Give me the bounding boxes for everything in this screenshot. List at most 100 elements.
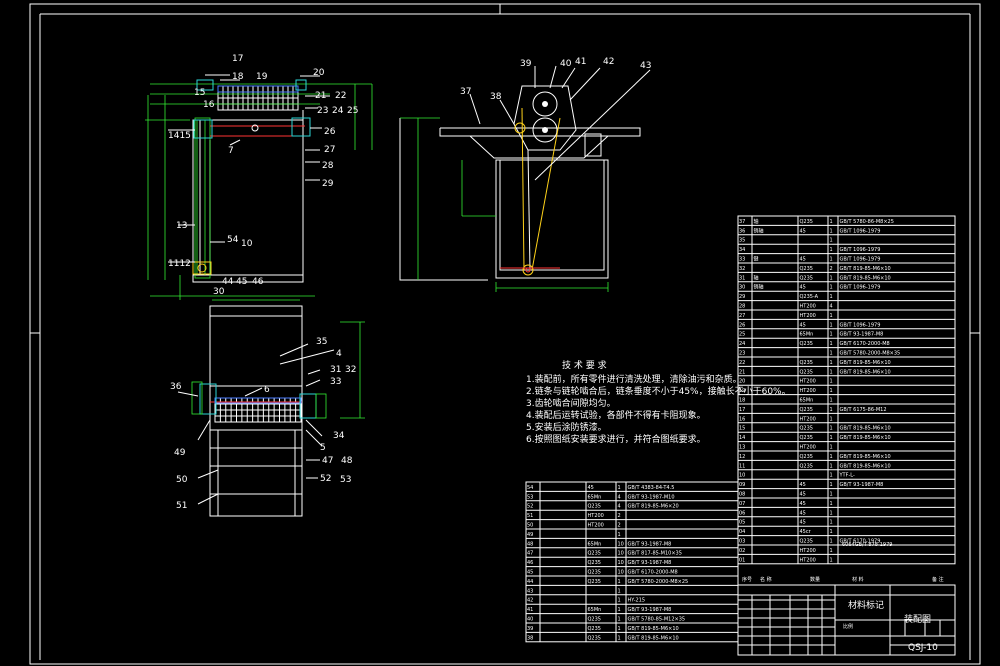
bom-cell-spec: Q235 <box>800 407 813 413</box>
bom-cell-no: 47 <box>527 551 533 557</box>
bom-cell-no: 38 <box>527 635 533 641</box>
side-view <box>399 65 651 292</box>
bom-cell-std: GB/T 819-85-M6×10 <box>840 266 891 272</box>
bom-cell-qty: 1 <box>830 548 833 554</box>
bom-cell-no: 24 <box>739 341 745 347</box>
bom-cell-no: 12 <box>739 454 745 460</box>
bom-cell-qty: 1 <box>830 351 833 357</box>
label-50: 50 <box>176 475 188 485</box>
label-44: 44 <box>222 277 234 287</box>
bom-cell-no: 46 <box>527 560 533 566</box>
bom-cell-no: 16 <box>739 416 745 422</box>
bom-cell-no: 17 <box>739 407 745 413</box>
label-30: 30 <box>213 287 225 297</box>
bom-cell-qty: 1 <box>830 492 833 498</box>
bom-cell-spec: Q235 <box>588 626 601 632</box>
col-no-head: 序号 <box>742 576 752 583</box>
bom-cell-spec: 45 <box>800 501 806 507</box>
bom-cell-std: GB/T 819-85-M6×10 <box>840 463 891 469</box>
bom-cell-std: GB/T 1096-1979 <box>840 247 881 253</box>
bom-cell-spec: Q235 <box>800 266 813 272</box>
bom-cell-spec: 65Mn <box>800 398 814 404</box>
label-7: 7 <box>228 146 234 156</box>
bom-cell-no: 48 <box>527 541 533 547</box>
bom-cell-no: 11 <box>739 463 745 469</box>
bom-cell-no: 14 <box>739 435 745 441</box>
bom-cell-spec: Q235 <box>588 635 601 641</box>
bom-cell-no: 50 <box>527 523 533 529</box>
bom-cell-qty: 1 <box>830 510 833 516</box>
bom-cell-spec: 65Mn <box>588 607 602 613</box>
title-block-drawing-name: 装配图 <box>904 613 931 625</box>
bom-cell-std: GB/T 5780-85-M12×35 <box>628 617 686 623</box>
bom-cell-spec: 45 <box>800 520 806 526</box>
label-54: 54 <box>227 235 239 245</box>
bom-cell-std: GB/T 6175-86-M12 <box>840 407 887 413</box>
bom-cell-spec: Q235 <box>588 579 601 585</box>
bom-cell-name: 键 <box>754 256 759 263</box>
label-39: 39 <box>520 59 532 69</box>
label-36: 36 <box>170 382 182 392</box>
bom-cell-qty: 1 <box>830 219 833 225</box>
bom-cell-no: 35 <box>739 238 745 244</box>
bom-cell-no: 54 <box>527 485 533 491</box>
bom-cell-spec: Q235 <box>800 360 813 366</box>
bom-cell-std: GB/T 5780-2000-M8×35 <box>840 351 901 357</box>
bom-cell-no: 04 <box>739 529 745 535</box>
bom-cell-no: 31 <box>739 275 745 281</box>
bom-cell-spec: Q235 <box>588 504 601 510</box>
bom-cell-qty: 1 <box>830 313 833 319</box>
bom-cell-std: GB/T 93-1987-M8 <box>628 541 672 547</box>
label-49: 49 <box>174 448 186 458</box>
bom-cell-qty: 1 <box>830 520 833 526</box>
bom-cell-qty: 10 <box>618 541 624 547</box>
label-34: 34 <box>333 431 345 441</box>
bom-cell-spec: Q235 <box>800 341 813 347</box>
bom-cell-std: HY-215 <box>628 598 646 604</box>
bom-cell-qty: 1 <box>830 407 833 413</box>
drawing-frame <box>29 3 981 665</box>
label-23: 23 <box>317 106 328 116</box>
bom-cell-no: 25 <box>739 332 745 338</box>
bom-cell-spec: Q235 <box>800 539 813 545</box>
bom-cell-spec: Q235 <box>588 617 601 623</box>
label-27: 27 <box>324 145 335 155</box>
bom-cell-qty: 1 <box>618 579 621 585</box>
bom-cell-std: GB/T 817-85-M10×35 <box>628 551 682 557</box>
tech-note-1: 1.装配前，所有零件进行清洗处理，清除油污和杂质。 <box>526 373 742 385</box>
bom-cell-spec: Q235 <box>800 426 813 432</box>
tech-notes-title: 技 术 要 求 <box>562 359 607 371</box>
label-51: 51 <box>176 501 187 511</box>
bom-cell-no: 23 <box>739 351 745 357</box>
bom-cell-no: 18 <box>739 398 745 404</box>
bom-cell-no: 13 <box>739 445 745 451</box>
front-view <box>145 74 373 300</box>
bom-cell-qty: 1 <box>830 473 833 479</box>
bom-cell-no: 20 <box>739 379 745 385</box>
part-labels: 17 18 19 20 15 16 21 22 23 24 25 26 27 2… <box>168 54 651 511</box>
bom-cell-spec: 45 <box>588 485 594 491</box>
bom-cell-qty: 1 <box>830 388 833 394</box>
bom-cell-no: 53 <box>527 494 533 500</box>
bom-cell-no: 39 <box>527 626 533 632</box>
bom-cell-name: 轴 <box>754 218 759 225</box>
bom-cell-no: 52 <box>527 504 533 510</box>
bom-cell-qty: 1 <box>830 247 833 253</box>
screen-grid <box>218 86 298 110</box>
bom-cell-qty: 1 <box>618 588 621 594</box>
bom-cell-spec: 45cr <box>800 529 812 535</box>
bom-cell-std: GB/T 819-85-M6×20 <box>628 504 679 510</box>
bom-cell-spec: 65Mn <box>588 541 602 547</box>
bom-cell-no: 33 <box>739 257 745 263</box>
label-42: 42 <box>603 57 614 67</box>
bom-cell-qty: 1 <box>830 426 833 432</box>
bom-cell-no: 03 <box>739 539 745 545</box>
bom-cell-std: GB/T 93-1987-M8 <box>840 482 884 488</box>
label-41: 41 <box>575 57 586 67</box>
label-19: 19 <box>256 72 268 82</box>
title-block-drawing-code: QSJ-10 <box>908 643 938 653</box>
bom-cell-qty: 1 <box>830 416 833 422</box>
bom-cell-qty: 1 <box>830 322 833 328</box>
bom-cell-std: GB/T 6170-2000-M8 <box>840 341 890 347</box>
